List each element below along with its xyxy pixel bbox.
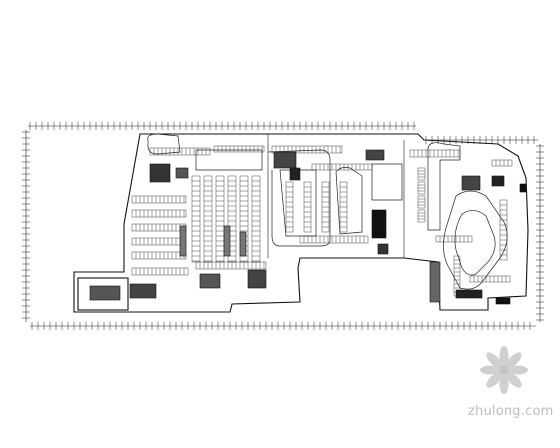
building-core [179, 225, 187, 257]
ramp-hatch-zone [195, 149, 263, 171]
dimension-lines [22, 122, 544, 330]
logo-petal [486, 352, 502, 368]
building-core [239, 231, 247, 257]
stall-row-border [213, 145, 265, 153]
stall-row-border [491, 159, 513, 167]
logo-petal [486, 372, 502, 388]
curved-ramp-inner [454, 210, 496, 276]
building-core [371, 209, 387, 239]
watermark-text: zhulong.com [468, 404, 554, 419]
logo-petal [506, 352, 522, 368]
building-core [289, 167, 301, 181]
driveway-inner [279, 169, 317, 237]
driveway-loops [147, 133, 508, 290]
driveway-loop-east [335, 167, 363, 235]
driveway-loop-middle [267, 149, 331, 247]
stall-row-border [311, 163, 373, 171]
zhulong-logo [480, 346, 528, 394]
stall-row-border [215, 175, 225, 263]
building-core [223, 225, 231, 257]
stall-row-border [299, 235, 369, 244]
building-core [377, 243, 389, 255]
building-core [519, 183, 527, 193]
building-core [247, 269, 267, 289]
driveway-loop-right [427, 142, 461, 231]
stall-row-border [409, 149, 461, 158]
logo-center [499, 365, 509, 375]
building-core [429, 261, 441, 303]
logo-petal [499, 346, 509, 366]
stall-row-border [435, 235, 473, 243]
building-core [199, 273, 221, 289]
driveway-block [371, 163, 403, 201]
building-core [175, 167, 189, 179]
building-cores [89, 149, 527, 305]
building-core [495, 297, 511, 305]
logo-petal [499, 374, 509, 394]
stall-row-border [251, 175, 261, 263]
logo-petal [480, 365, 500, 375]
parking-stalls [131, 145, 513, 297]
curved-ramp-right [443, 190, 508, 290]
stall-row-border [131, 195, 187, 204]
entry-ramp-left [147, 133, 181, 155]
stall-row-border [191, 175, 201, 263]
building-core [273, 151, 297, 169]
building-core [365, 149, 385, 161]
stall-row-border [195, 261, 267, 270]
building-core [129, 283, 157, 299]
building-core [455, 289, 483, 299]
stall-row-border [271, 145, 343, 154]
building-core [149, 163, 171, 183]
stall-row-border [203, 175, 213, 263]
building-core [491, 175, 505, 187]
tower-block-left [77, 277, 129, 311]
building-core [89, 285, 121, 301]
logo-petal [506, 372, 522, 388]
stall-row-border [131, 209, 187, 218]
building-core [461, 175, 481, 191]
logo-petal [508, 365, 528, 375]
